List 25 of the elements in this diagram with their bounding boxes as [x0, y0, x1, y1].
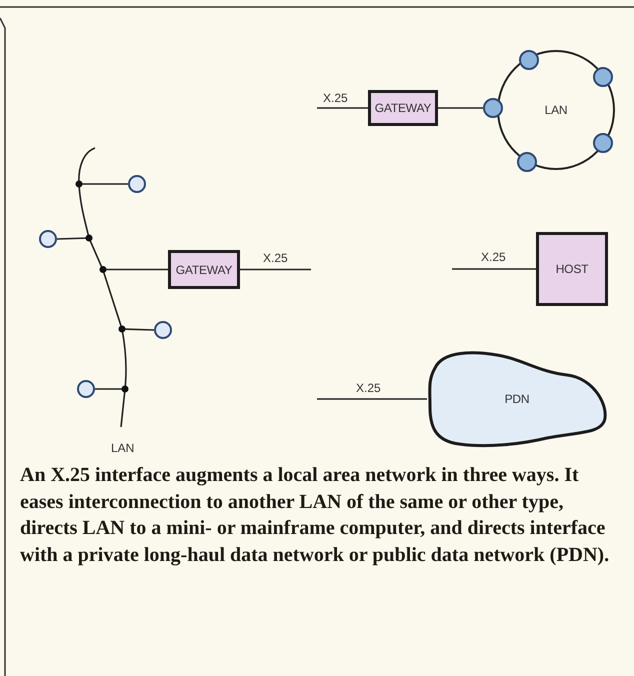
connector-line: [317, 107, 368, 109]
connector-line: [438, 107, 483, 109]
node-label: LAN: [544, 103, 568, 117]
station-circle: [128, 175, 146, 193]
edge-label: X.25: [356, 381, 381, 395]
device-box: [536, 232, 608, 306]
station-circle: [154, 321, 172, 339]
node-label: GATEWAY: [176, 262, 232, 276]
station-circle: [483, 98, 503, 118]
node-label: HOST: [556, 262, 588, 276]
node-label: PDN: [504, 392, 530, 406]
connector-line: [452, 268, 536, 270]
station-circle: [517, 152, 537, 172]
node-label: LAN: [111, 441, 134, 455]
connector-line: [240, 268, 311, 270]
edge-label: X.25: [323, 91, 348, 105]
edge-label: X.25: [263, 251, 288, 265]
node-label: GATEWAY: [374, 101, 432, 115]
connector-line: [317, 398, 427, 400]
caption: An X.25 interface augments a local area network in three ways. It eases interconnection to another LAN of the same or other type, directs LAN to a mini- or mainframe computer, and directs interface with a private long-haul data network or public data network (PDN).: [20, 463, 610, 568]
network-cloud: [427, 350, 607, 448]
edge-label: X.25: [481, 250, 506, 264]
device-box: [168, 250, 240, 289]
station-circle: [39, 230, 57, 248]
device-box: [368, 90, 438, 126]
